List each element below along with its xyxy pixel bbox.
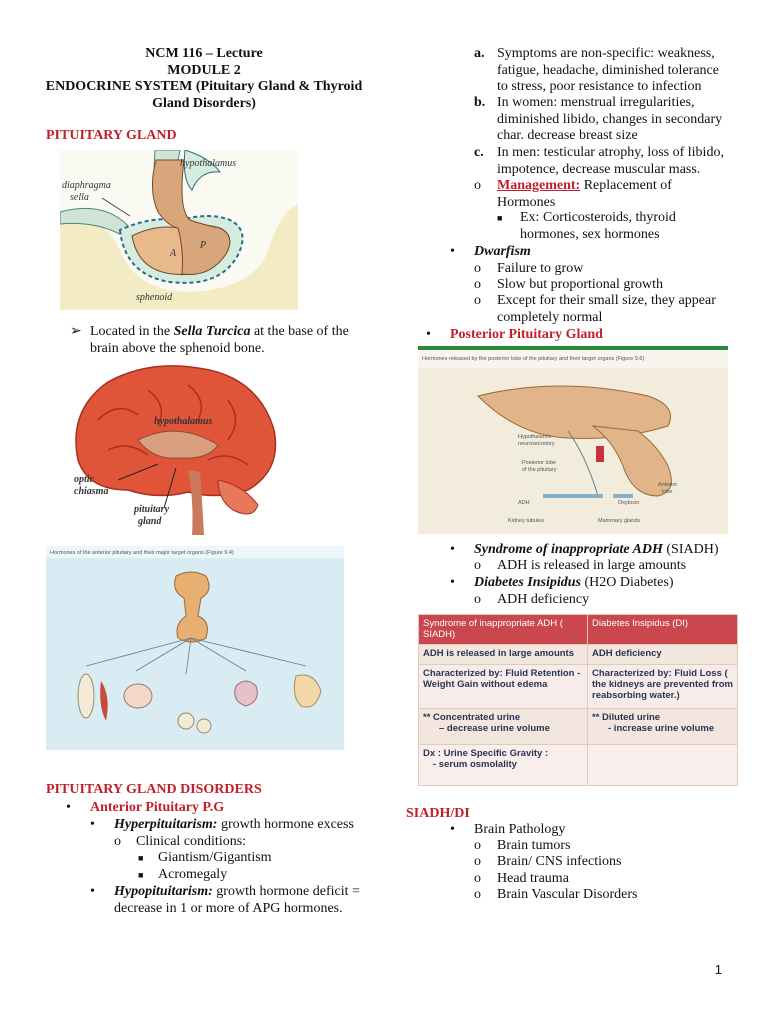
svg-text:Anterior: Anterior	[658, 482, 677, 488]
label-pituitary: pituitary	[133, 504, 170, 515]
table-cell: ** Concentrated urine– decrease urine vo…	[418, 708, 588, 745]
acromegaly-item: ■ Acromegaly	[138, 867, 228, 882]
section-heading-siadh-di: SIADH/DI	[406, 806, 470, 821]
table-header-di: Diabetes Insipidus (DI)	[587, 614, 738, 645]
circle-bullet-icon: o	[474, 887, 481, 902]
bullet-icon: •	[66, 800, 71, 815]
bullet-icon: •	[450, 822, 455, 837]
dwarfism-sub-3: o Except for their small size, they appe…	[474, 293, 716, 325]
posterior-pituitary-figure: Hormones released by the posterior lobe …	[418, 346, 728, 534]
hyper-item: • Hyperpituitarism: growth hormone exces…	[90, 817, 354, 832]
label-diaphragma: diaphragma	[62, 180, 111, 191]
circle-bullet-icon: o	[474, 854, 481, 869]
anterior-pituitary-figure: Hormones of the anterior pituitary and t…	[46, 546, 344, 750]
svg-text:of the pituitary: of the pituitary	[522, 467, 557, 473]
figure-9-6-title: Hormones released by the posterior lobe …	[422, 356, 644, 362]
circle-bullet-icon: o	[474, 871, 481, 886]
module-title: MODULE 2	[167, 62, 241, 78]
svg-text:Mammary glands: Mammary glands	[598, 518, 640, 524]
symptom-b: b. In women: menstrual irregularities,di…	[474, 95, 723, 143]
di-item: • Diabetes Insipidus (H2O Diabetes)	[450, 575, 674, 590]
page-number: 1	[714, 962, 722, 977]
svg-text:Hypothalamic: Hypothalamic	[518, 434, 552, 440]
label-chiasma: chiasma	[74, 486, 108, 497]
topic-title: ENDOCRINE SYSTEM (Pituitary Gland & Thyr…	[45, 79, 363, 94]
sella-turcica-term: Sella Turcica	[173, 324, 251, 339]
svg-text:Posterior lobe: Posterior lobe	[522, 460, 556, 466]
circle-bullet-icon: o	[474, 277, 481, 292]
section-heading-pituitary: PITUITARY GLAND	[46, 128, 177, 143]
pituitary-sella-diagram: hypothalamus diaphragma sella A P spheno…	[60, 150, 298, 310]
circle-bullet-icon: o	[474, 178, 481, 193]
table-cell: Characterized by: Fluid Retention - Weig…	[418, 664, 588, 709]
anterior-pg-item: • Anterior Pituitary P.G	[66, 800, 225, 815]
brain-pathology-item: • Brain Pathology	[450, 822, 566, 837]
section-heading-disorders: PITUITARY GLAND DISORDERS	[46, 782, 262, 797]
bullet-icon: •	[426, 327, 431, 342]
svg-text:Oxytocin: Oxytocin	[618, 500, 639, 506]
label-optic: optic	[74, 474, 95, 485]
svg-text:ADH: ADH	[518, 500, 530, 506]
dwarfism-item: • Dwarfism	[450, 244, 531, 259]
svg-text:lobe: lobe	[662, 489, 672, 495]
circle-bullet-icon: o	[114, 834, 121, 849]
siadh-di-comparison-table: Syndrome of inappropriate ADH ( SIADH) D…	[418, 614, 738, 786]
circle-bullet-icon: o	[474, 261, 481, 276]
course-title: NCM 116 – Lecture	[145, 46, 263, 61]
symptom-c: c. In men: testicular atrophy, loss of l…	[474, 145, 724, 177]
label-posterior: P	[199, 240, 206, 251]
table-cell	[587, 744, 738, 786]
svg-text:Kidney tubules: Kidney tubules	[508, 518, 544, 524]
label-hypothalamus: hypothalamus	[180, 158, 236, 169]
figure-9-4-title: Hormones of the anterior pituitary and t…	[50, 550, 234, 556]
square-bullet-icon: ■	[497, 213, 503, 223]
siadh-item: • Syndrome of inappropriate ADH (SIADH)	[450, 542, 719, 557]
label-sphenoid: sphenoid	[136, 292, 173, 303]
symptom-a: a. Symptoms are non-specific: weakness,f…	[474, 46, 719, 94]
arrow-bullet-icon: ➢	[70, 324, 82, 339]
label-brain-hypothalamus: hypothalamus	[154, 416, 212, 427]
table-cell: ADH is released in large amounts	[418, 644, 588, 665]
circle-bullet-icon: o	[474, 592, 481, 607]
bullet-icon: •	[450, 575, 455, 590]
table-cell: Dx : Urine Specific Gravity :- serum osm…	[418, 744, 588, 786]
posterior-pg-item: • Posterior Pituitary Gland	[426, 327, 603, 342]
circle-bullet-icon: o	[474, 293, 481, 308]
bullet-icon: •	[450, 542, 455, 557]
circle-bullet-icon: o	[474, 558, 481, 573]
topic-title-cont: Gland Disorders)	[152, 95, 256, 111]
table-cell: Characterized by: Fluid Loss ( the kidne…	[587, 664, 738, 709]
circle-bullet-icon: o	[474, 838, 481, 853]
svg-text:neurosecretory: neurosecretory	[518, 441, 555, 447]
bullet-icon: •	[450, 244, 455, 259]
table-header-siadh: Syndrome of inappropriate ADH ( SIADH)	[418, 614, 588, 645]
location-bullet: ➢ Located in the Sella Turcica at the ba…	[70, 324, 349, 356]
gigantism-item: ■ Giantism/Gigantism	[138, 850, 272, 865]
label-sella: sella	[70, 192, 89, 203]
brain-sagittal-image: hypothalamus optic chiasma pituitary gla…	[68, 360, 282, 540]
hypo-item: • Hypopituitarism: growth hormone defici…	[90, 884, 360, 916]
clinical-item: o Clinical conditions:	[114, 834, 247, 849]
square-bullet-icon: ■	[138, 853, 144, 863]
label-anterior: A	[169, 248, 177, 259]
bullet-icon: •	[90, 884, 95, 899]
document-header: NCM 116 – Lecture MODULE 2 ENDOCRINE SYS…	[40, 46, 368, 112]
table-cell: ** Diluted urine- increase urine volume	[587, 708, 738, 745]
label-gland: gland	[137, 516, 162, 527]
table-cell: ADH deficiency	[587, 644, 738, 665]
square-bullet-icon: ■	[138, 870, 144, 880]
bullet-icon: •	[90, 817, 95, 832]
